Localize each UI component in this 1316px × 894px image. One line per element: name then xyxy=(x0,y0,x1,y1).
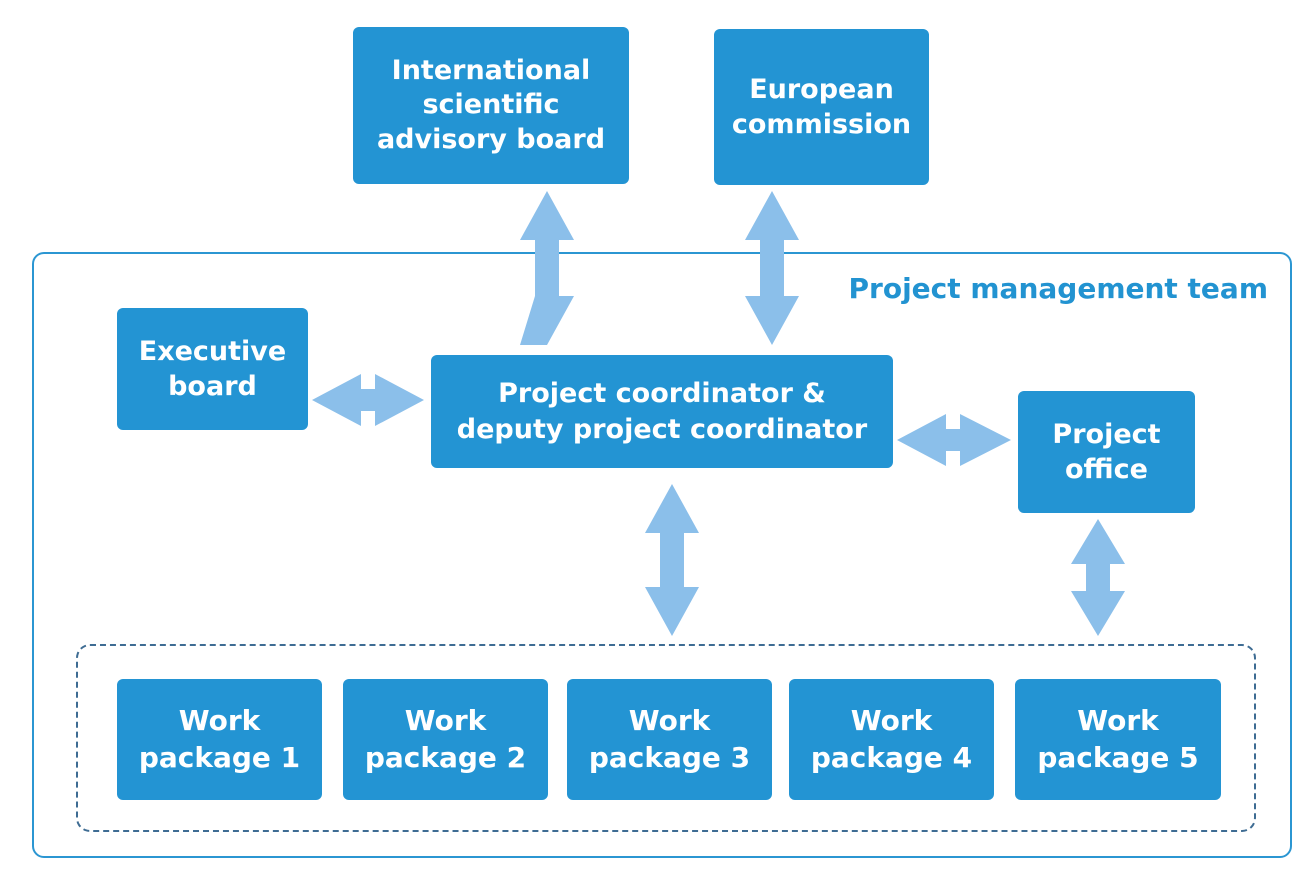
arrow-coordinator-office xyxy=(897,414,1011,466)
work-package-2-box: Work package 2 xyxy=(343,679,548,800)
arrow-office-work-packages xyxy=(1071,519,1125,636)
project-management-team-label: Project management team xyxy=(848,272,1269,305)
arrow-executive-coordinator xyxy=(312,374,424,426)
work-package-1-box: Work package 1 xyxy=(117,679,322,800)
work-package-5-box: Work package 5 xyxy=(1015,679,1221,800)
project-office-box: Project office xyxy=(1018,391,1195,513)
european-commission-box: European commission xyxy=(714,29,929,185)
work-packages-group xyxy=(76,644,1256,832)
advisory-board-box: International scientific advisory board xyxy=(353,27,629,184)
executive-board-box: Executive board xyxy=(117,308,308,430)
project-coordinator-box: Project coordinator & deputy project coo… xyxy=(431,355,893,468)
arrow-commission-coordinator xyxy=(745,191,799,345)
work-package-3-box: Work package 3 xyxy=(567,679,772,800)
arrow-advisory-coordinator xyxy=(520,191,574,345)
arrow-coordinator-work-packages xyxy=(645,484,699,636)
work-package-4-box: Work package 4 xyxy=(789,679,994,800)
project-management-team-frame: Project management team xyxy=(32,252,1292,858)
